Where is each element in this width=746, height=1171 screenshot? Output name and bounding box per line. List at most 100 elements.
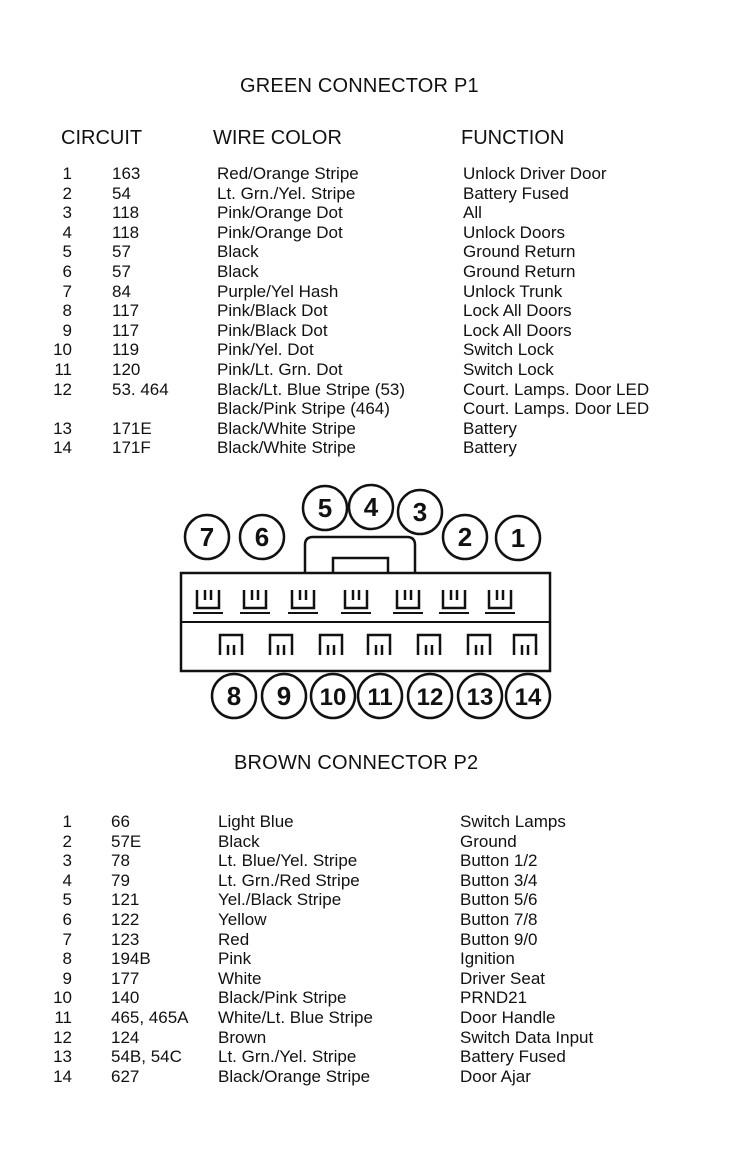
terminal-bottom [512,633,538,655]
wire-color: Black/White Stripe [217,438,356,458]
pin-label: 14 [515,684,542,711]
circuit-number: 163 [112,164,141,183]
pin-number: 6 [62,262,72,281]
terminal-top [242,590,268,610]
pin-number: 12 [53,1027,72,1047]
terminal-bottom [366,633,392,655]
function-text: Button 5/6 [460,890,538,910]
function-text: Driver Seat [460,968,546,988]
pin-circle [504,672,552,720]
function-text: Battery [463,418,517,438]
pin-label: 3 [413,497,427,527]
circuit-number: 123 [111,929,140,949]
terminal-bottom [218,633,244,655]
pin-number: 9 [62,968,72,988]
p2-title: BROWN CONNECTOR P2 [234,752,479,774]
function-text: Door Handle [460,1008,556,1027]
header-function: FUNCTION [461,127,565,149]
function-text: Court. Lamps. Door LED [463,399,650,419]
wire-color: Black/White Stripe [217,418,356,438]
terminal-bottom [318,633,344,655]
function-text: Button 3/4 [460,870,538,890]
pin-label: 1 [511,523,525,553]
pin-circle [494,514,542,562]
pin-circle [406,672,454,720]
wire-color: Pink/Orange Dot [217,203,343,223]
header-circuit: CIRCUIT [61,127,143,149]
circuit-number: 54B, 54C [111,1047,182,1067]
function-text: Button 9/0 [460,929,538,949]
pin-label: 6 [255,522,269,552]
wire-color: Lt. Grn./Yel. Stripe [218,1047,357,1067]
terminal-top [195,590,221,610]
function-text: Ground Return [463,262,576,281]
wire-color: Purple/Yel Hash [217,281,339,301]
circuit-number: 84 [112,281,131,301]
pin-number: 4 [62,870,72,890]
wire-color: Yellow [218,910,267,929]
wire-color: Light Blue [218,812,294,831]
function-text: Ignition [460,949,515,969]
pin-circle [347,483,395,531]
terminal-top [441,590,467,610]
terminal-top [290,590,316,610]
wire-color: Pink/Black Dot [217,301,328,321]
pin-number: 4 [62,222,72,242]
wire-color: Black [217,262,259,281]
circuit-number: 124 [111,1027,140,1047]
function-text: Ground [460,831,517,851]
function-text: Switch Lock [463,360,554,379]
circuit-number: 171E [112,418,152,438]
function-text: Battery Fused [460,1047,566,1067]
function-text: Battery Fused [463,183,569,203]
table-row: Black/Pink Stripe (464)Court. Lamps. Doo… [0,399,746,419]
function-text: Lock All Doors [463,301,572,321]
wire-color: Black [217,242,259,262]
function-text: Battery [463,438,517,458]
pin-circle [396,488,444,536]
pin-circle [301,484,349,532]
pin-number: 10 [53,340,72,360]
wire-color: Lt. Grn./Red Stripe [218,870,360,890]
pin-number: 3 [62,851,72,871]
pin-number: 5 [62,242,72,262]
function-text: Switch Lamps [460,812,566,831]
pin-circle [456,672,504,720]
circuit-number: 57 [112,242,131,262]
pin-number: 2 [62,183,72,203]
terminal-bottom [416,633,442,655]
pin-label: 10 [320,684,347,711]
pin-circle [260,672,308,720]
terminal-bottom [268,633,294,655]
circuit-number: 465, 465A [111,1008,189,1027]
function-text: Door Ajar [460,1066,531,1086]
pin-label: 2 [458,522,472,552]
function-text: All [463,203,482,223]
pin-circle [238,513,286,561]
pin-label: 5 [318,493,332,523]
function-text: Lock All Doors [463,320,572,340]
circuit-number: 117 [112,320,140,340]
pin-number: 3 [62,203,72,223]
pin-number: 1 [62,812,72,831]
pin-label: 13 [467,684,494,711]
p1-title: GREEN CONNECTOR P1 [240,75,479,97]
pin-number: 6 [62,910,72,929]
